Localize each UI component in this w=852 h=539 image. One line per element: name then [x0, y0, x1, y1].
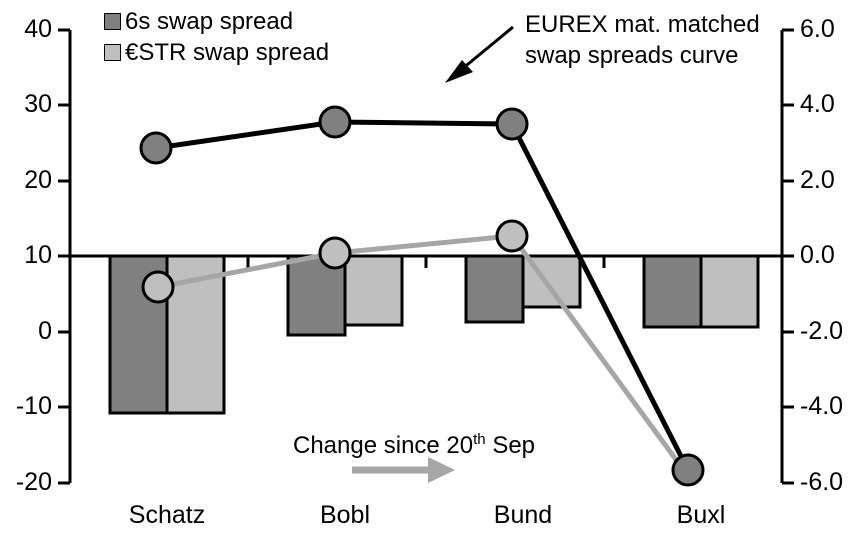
left-axis-tick-30: 30 [24, 90, 52, 118]
line-estr-curve [157, 233, 691, 478]
legend-swatch-estr-icon [104, 44, 121, 61]
bar-buxl-6s [642, 254, 703, 329]
right-axis-tick-6: 6.0 [800, 15, 835, 43]
category-label-bund: Bund [493, 501, 553, 529]
bar-bund-6s [464, 254, 525, 324]
change-since-ordinal: th [473, 431, 486, 448]
callout-text-line1: EUREX mat. matched [525, 11, 760, 38]
left-axis-tick-10: 10 [24, 241, 52, 269]
right-axis-tick-minus4: -4.0 [800, 392, 844, 420]
change-direction-arrow-icon [352, 457, 455, 483]
legend-item-estr-swap-spread[interactable]: €STR swap spread [104, 37, 329, 68]
right-axis-tick-4: 4.0 [800, 90, 835, 118]
left-axis-ticks [58, 28, 70, 485]
category-label-buxl: Buxl [676, 501, 726, 529]
left-axis-tick-20: 20 [24, 166, 52, 194]
legend-label-6s: 6s swap spread [125, 7, 294, 35]
left-axis-tick-40: 40 [24, 15, 52, 43]
right-axis-tick-0: 0.0 [800, 241, 835, 269]
left-axis-tick-minus20: -20 [15, 468, 52, 496]
category-label-schatz: Schatz [128, 501, 206, 529]
legend-swatch-6s-icon [104, 13, 121, 30]
right-axis-tick-minus6: -6.0 [800, 468, 844, 496]
category-label-bobl: Bobl [319, 501, 371, 529]
category-ticks [246, 256, 606, 268]
callout-arrow-icon [445, 25, 514, 83]
left-axis-tick-0: 0 [38, 317, 52, 345]
legend-label-estr: €STR swap spread [125, 38, 330, 66]
right-axis-ticks [782, 28, 794, 485]
change-since-suffix: Sep [485, 432, 536, 459]
bar-schatz-6s [108, 254, 169, 415]
change-since-note: Change since 20th Sep [293, 428, 535, 458]
legend-item-6s-swap-spread[interactable]: 6s swap spread [104, 6, 329, 37]
callout-text-line2: swap spreads curve [525, 42, 739, 69]
line-eurex-curve [155, 119, 691, 472]
change-since-prefix: Change since 20 [293, 432, 474, 459]
bar-bund-estr [521, 254, 582, 309]
markers-estr-curve [141, 219, 529, 304]
left-axis-tick-minus10: -10 [15, 392, 52, 420]
bar-bobl-estr [343, 254, 404, 327]
chart-legend: 6s swap spread €STR swap spread [104, 6, 329, 68]
right-axis-tick-2: 2.0 [800, 166, 835, 194]
markers-eurex-curve [139, 105, 705, 487]
right-axis-tick-minus2: -2.0 [800, 317, 844, 345]
bar-buxl-estr [699, 254, 760, 329]
